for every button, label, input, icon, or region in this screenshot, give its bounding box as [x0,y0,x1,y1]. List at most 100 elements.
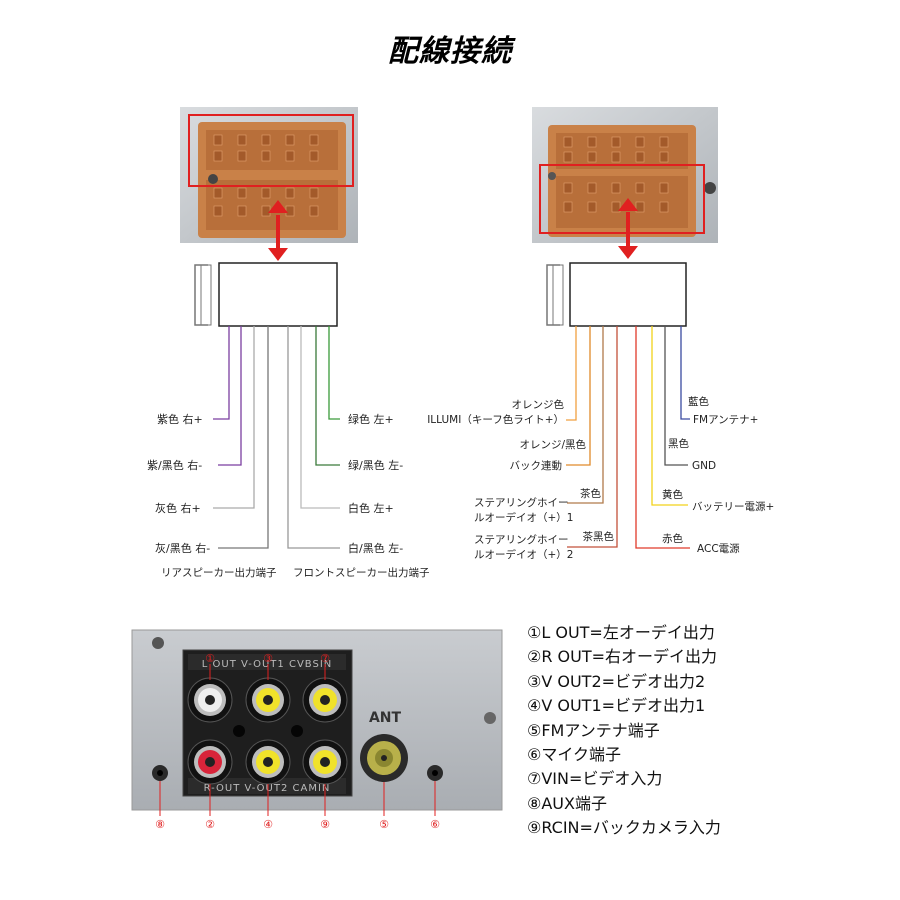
wire-purple [213,326,230,420]
connector-pin [309,187,319,199]
connector-pin [611,182,621,194]
label-green: 绿色 左+ [348,412,394,426]
connector-pin [563,151,573,163]
left-highlight-box [188,114,354,187]
ant-label: ANT [369,710,402,726]
wire-red [635,326,690,549]
label-blue: 藍色 [688,395,709,408]
marker-m6: ⑥ [430,818,440,831]
connector-pin [635,182,645,194]
label-brown-black: 茶黑色 [583,530,615,543]
wire-black [664,326,688,466]
cam-in-jack [302,739,348,785]
connector-pin [213,134,223,146]
legend-item: ⑨RCIN=バックカメラ入力 [527,818,721,838]
right-connector-photo [532,107,718,259]
label-acc: ACC電源 [697,542,740,555]
connector-pin [213,187,223,199]
connector-pin [659,151,669,163]
connector-pin [563,136,573,148]
legend-item: ③V OUT2=ビデオ出力2 [527,671,706,691]
marker-m2: ② [205,818,215,831]
wire-yellow [651,326,688,506]
connector-pin [261,205,271,217]
label-purple: 紫色 右+ [157,412,203,426]
connector-pin [659,136,669,148]
label-steer2-a: ステアリングホイー [474,533,569,546]
marker-m4: ④ [263,818,273,831]
bottom-silk-label: R-OUT V-OUT2 CAMIN [204,783,331,794]
label-steer2-b: ルオーデイオ（+）2 [474,548,573,561]
wire-brown [567,326,604,504]
label-orange-black: オレンジ/黑色 [519,438,586,451]
port-legend: ①L OUT=左オーデイ出力 ②R OUT=右オーデイ出力 ③V OUT2=ビデオ出… [527,621,887,841]
connector-pin [659,201,669,213]
label-steer1-a: ステアリングホイー [474,496,569,509]
connector-pin [635,151,645,163]
front-speaker-caption: フロントスピーカー出力端子 [293,566,430,579]
label-fm-antenna: FMアンテナ+ [693,414,758,426]
connector-pin [659,182,669,194]
connector-pin [309,150,319,162]
v-out2-jack [245,739,291,785]
legend-item: ①L OUT=左オーデイ出力 [527,623,715,642]
top-silk-label: L OUT V-OUT1 CVBSIN [202,659,333,670]
wire-gray-black [218,326,269,549]
connector-pin [563,201,573,213]
marker-m7: ⑦ [320,652,330,665]
connector-pin [261,134,271,146]
label-white: 白色 左+ [348,501,394,515]
label-orange: オレンジ色 [512,398,565,411]
connector-pin [611,151,621,163]
connector-pin [213,150,223,162]
wire-green [328,326,340,420]
label-gray-black: 灰/黑色 右- [155,541,210,555]
legend-item: ⑦VIN=ビデオ入力 [527,769,663,789]
wire-gray [213,326,255,509]
legend-item: ②R OUT=右オーデイ出力 [527,647,718,667]
right-highlight-box [539,164,705,234]
label-black: 黑色 [668,437,689,450]
marker-m9: ⑨ [320,818,330,831]
label-green-black: 绿/黑色 左- [348,458,403,472]
marker-m8: ⑧ [155,818,165,831]
v-out1-jack [245,677,291,723]
left-wire-labels: 紫色 右+ 紫/黑色 右- 灰色 右+ 灰/黑色 右- 绿色 左+ 绿/黑色 左… [147,412,430,579]
r-out-jack [187,739,233,785]
left-connector-photo [180,107,358,261]
label-white-black: 白/黑色 左- [348,541,403,555]
marker-m1: ① [205,652,215,665]
right-wire-labels: オレンジ色 ILLUMI（キーフ色ライト+） オレンジ/黑色 バック連動 茶色 … [427,395,774,561]
label-gray: 灰色 右+ [155,501,201,515]
marker-m3: ③ [263,652,273,665]
connector-pin [213,205,223,217]
legend-item: ⑧AUX端子 [527,793,607,813]
connector-pin [587,151,597,163]
marker-m5: ⑤ [379,818,389,831]
connector-pin [563,182,573,194]
page-title: 配線接続 [388,34,512,69]
right-wires [566,326,690,549]
connector-pin [587,136,597,148]
wire-blue [680,326,690,420]
connector-pin [587,201,597,213]
wire-purple-black [218,326,242,466]
connector-pin [285,187,295,199]
connector-pin [237,134,247,146]
label-red: 赤色 [662,532,683,545]
l-out-jack [187,677,233,723]
label-battery: バッテリー電源+ [692,500,774,513]
wire-orange [566,326,577,421]
left-harness-block [194,262,338,327]
label-purple-black: 紫/黑色 右- [147,458,202,472]
connector-pin [587,182,597,194]
wire-white-black [287,326,340,549]
connector-pin [611,201,621,213]
label-yellow: 黄色 [662,488,683,501]
connector-pin [285,205,295,217]
cvbs-in-jack [302,677,348,723]
connector-pin [635,136,645,148]
connector-pin [635,201,645,213]
